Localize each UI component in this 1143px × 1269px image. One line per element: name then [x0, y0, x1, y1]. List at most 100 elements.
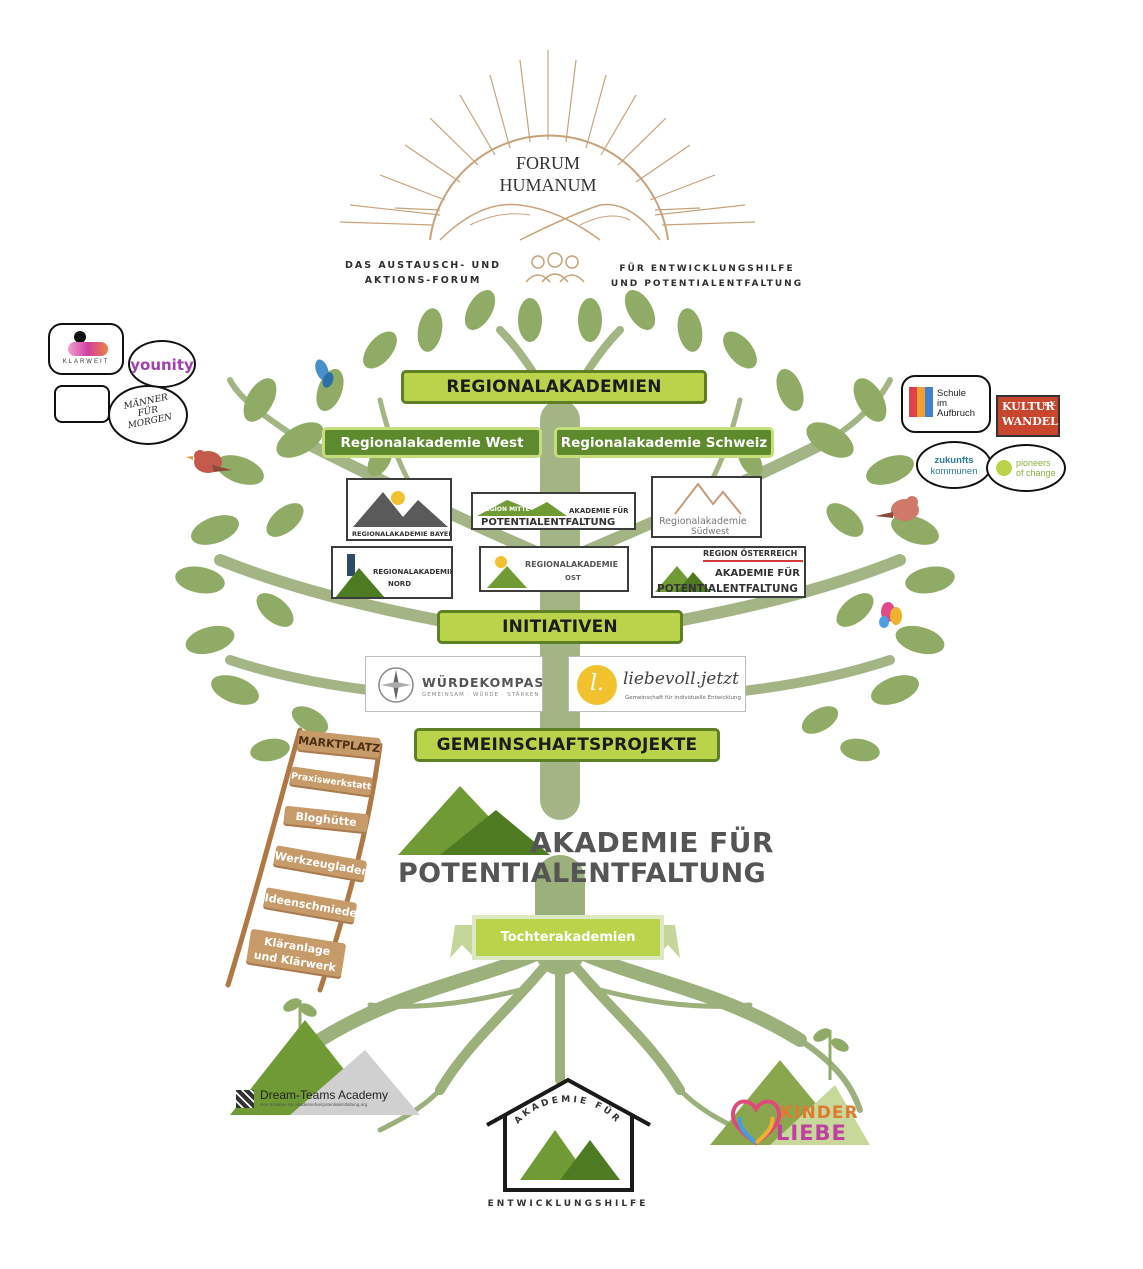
left-subtitle: DAS AUSTAUSCH- UND AKTIONS-FORUM [328, 258, 518, 288]
regionalakademie-schweiz-button[interactable]: Regionalakademie Schweiz [554, 427, 774, 458]
pioneers-line2: of change [1016, 468, 1056, 478]
house-logo [486, 1077, 651, 1192]
schule-label: Schule im Aufbruch [937, 389, 975, 419]
younity-label: younity [130, 356, 194, 374]
people-icon [525, 252, 585, 283]
logo-liebevoll[interactable]: l. liebevoll.jetzt Gemeinschaft für indi… [568, 656, 746, 712]
right-subtitle-line2: UND POTENTIALENTFALTUNG [610, 279, 804, 289]
nord-lighthouse-icon [335, 554, 385, 597]
pioneers-line1: pioneers [1016, 458, 1051, 468]
gemeinschaftsprojekte-banner[interactable]: GEMEINSCHAFTSPROJEKTE [414, 728, 720, 762]
dreamteams-icon [236, 1090, 254, 1108]
logo-ost[interactable]: REGIONALAKADEMIE OST [479, 546, 629, 592]
kultur-line1: KULTUR [1002, 400, 1055, 413]
bayern-label: REGIONALAKADEMIE BAYERN [352, 530, 452, 538]
logo-kulturwandel[interactable]: KULTUR WANDEL e.V. [996, 395, 1060, 437]
oesterreich-mountain-icon [655, 566, 711, 592]
pioneers-icon [996, 460, 1012, 476]
forum-title: FORUM HUMANUM [448, 152, 648, 196]
pioneers-label: pioneers of change [1016, 458, 1056, 478]
main-logo-mountains [398, 786, 550, 855]
oesterreich-region-label: REGION ÖSTERREICH [703, 549, 798, 558]
regionalakademie-west-button[interactable]: Regionalakademie West [322, 427, 542, 458]
bubble-klarweit[interactable]: KLARWEIT [48, 323, 124, 375]
left-subtitle-line2: AKTIONS-FORUM [364, 275, 482, 286]
wuerdekompass-title: WÜRDEKOMPASS [422, 675, 543, 690]
zukunft-line2: kommunen [930, 466, 978, 477]
logo-dreamteams[interactable]: Dream-Teams Academy eine Initiative der … [236, 1088, 416, 1114]
bubble-empty[interactable] [54, 385, 110, 423]
main-logo-line2: POTENTIALENTFALTUNG [398, 858, 766, 889]
forum-title-line1: FORUM [515, 153, 581, 173]
initiativen-banner[interactable]: INITIATIVEN [437, 610, 683, 644]
dreamteams-sublabel: eine Initiative der akademiefuerpotentia… [260, 1102, 368, 1107]
oesterreich-akademie-label: AKADEMIE FÜR [715, 568, 800, 579]
wuerdekompass-subtitle: GEMEINSAM · WÜRDE · STÄRKEN [422, 692, 540, 698]
liebe-label: LIEBE [776, 1121, 847, 1145]
liebevoll-subtitle: Gemeinschaft für individuelle Entwicklun… [625, 695, 742, 701]
mitte-akademie-label: AKADEMIE FÜR [569, 507, 629, 515]
ost-label-1: REGIONALAKADEMIE [525, 560, 619, 569]
maenner-label: MÄNNER FÜR MORGEN [108, 389, 189, 434]
kultur-line2: WANDEL [1002, 415, 1058, 428]
right-subtitle: FÜR ENTWICKLUNGSHILFE UND POTENTIALENTFA… [596, 262, 818, 292]
suedwest-label-2: Südwest [691, 527, 730, 537]
bayern-mountain-icon [353, 491, 448, 527]
dreamteams-label: Dream-Teams Academy [260, 1088, 389, 1102]
ost-label-2: OST [565, 574, 581, 582]
tochterakademien-ribbon[interactable]: Tochterakademien [472, 915, 664, 960]
ost-mountain-icon [487, 556, 527, 588]
svg-text:AKADEMIE FÜR: AKADEMIE FÜR [513, 1095, 623, 1126]
bubble-zukunftskommunen[interactable]: zukunfts kommunen [916, 441, 992, 489]
house-arc-label: AKADEMIE FÜR [513, 1095, 620, 1126]
mitte-region-label: REGION MITTE [481, 506, 530, 513]
main-logo-line1: AKADEMIE FÜR [530, 826, 774, 859]
bubble-pioneers[interactable]: pioneers of change [986, 444, 1066, 492]
mitte-potential-label: POTENTIALENTFALTUNG [481, 517, 616, 528]
schule-line3: Aufbruch [937, 408, 976, 419]
liebevoll-circle-icon: l. [577, 665, 617, 705]
dreamteams-mountains [230, 1020, 420, 1115]
logo-kinderliebe[interactable]: KINDER LIEBE [728, 1095, 868, 1155]
compass-icon [378, 667, 414, 703]
sun-arc [429, 134, 669, 241]
zukunft-line1: zukunfts [934, 455, 974, 466]
logo-oesterreich[interactable]: REGION ÖSTERREICH AKADEMIE FÜR POTENTIAL… [651, 546, 806, 598]
mitte-mountain-icon [477, 500, 567, 516]
klarweit-label: KLARWEIT [62, 359, 110, 365]
logo-wuerdekompass[interactable]: WÜRDEKOMPASS GEMEINSAM · WÜRDE · STÄRKEN [365, 656, 543, 712]
bubble-maenner[interactable]: MÄNNER FÜR MORGEN [108, 385, 188, 445]
leaves [175, 290, 955, 762]
logo-bayern[interactable]: REGIONALAKADEMIE BAYERN [346, 478, 452, 541]
suedwest-mountain-icon [674, 482, 742, 515]
logo-mitte[interactable]: REGION MITTE AKADEMIE FÜR POTENTIALENTFA… [471, 492, 636, 530]
kultur-line3: e.V. [1044, 401, 1056, 408]
logo-suedwest[interactable]: Regionalakademie Südwest [651, 476, 762, 538]
butterfly-blue [315, 359, 334, 388]
right-subtitle-line1: FÜR ENTWICKLUNGSHILFE [619, 264, 795, 274]
house-bottom-label: ENTWICKLUNGSHILFE [487, 1199, 649, 1209]
dunes [439, 203, 661, 241]
bird-right [875, 496, 919, 521]
zukunft-label: zukunfts kommunen [918, 455, 990, 477]
butterfly-rainbow [879, 602, 902, 628]
bubble-younity[interactable]: younity [128, 340, 196, 388]
kinderliebe-mountains [710, 1060, 870, 1145]
liebevoll-title: liebevoll.jetzt [623, 669, 739, 689]
nord-label-1: REGIONALAKADEMIE [373, 568, 453, 576]
kinder-label: KINDER [780, 1103, 859, 1123]
regionalakademien-banner[interactable]: REGIONALAKADEMIEN [401, 370, 707, 404]
logo-nord[interactable]: REGIONALAKADEMIE NORD [331, 546, 453, 599]
sun-rays [339, 50, 756, 226]
schule-line1: Schule [937, 388, 967, 399]
oesterreich-flag-stripe [703, 560, 803, 562]
heart-icon [730, 1099, 782, 1146]
klarweit-dot-icon [74, 331, 86, 343]
schule-grid-icon [909, 387, 933, 417]
schule-line2: im [937, 398, 948, 409]
house-arc-text: AKADEMIE FÜR [513, 1095, 623, 1126]
bubble-schule-im-aufbruch[interactable]: Schule im Aufbruch [901, 375, 991, 433]
forum-title-line2: HUMANUM [499, 175, 597, 195]
nord-label-2: NORD [388, 580, 412, 588]
